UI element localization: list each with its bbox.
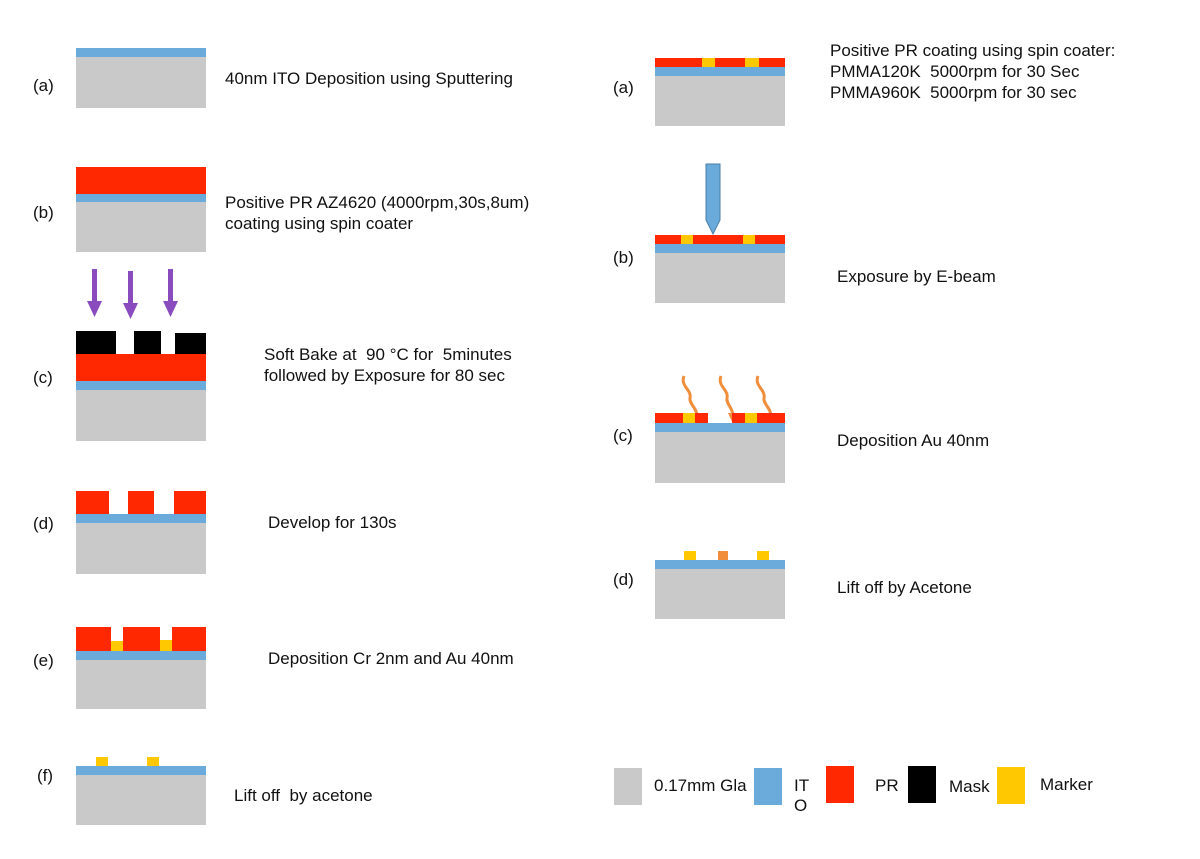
left-step-e-description: Deposition Cr 2nm and Au 40nm — [268, 649, 514, 668]
left-step-a-diagram — [76, 48, 206, 108]
legend-label-glass: 0.17mm Gla — [654, 776, 747, 795]
ito-layer — [76, 766, 206, 775]
glass-substrate — [76, 202, 206, 252]
pr-layer — [76, 167, 206, 194]
glass-substrate — [76, 775, 206, 825]
marker — [147, 757, 159, 766]
uv-arrow-icon — [87, 269, 102, 317]
ito-layer — [76, 381, 206, 390]
glass-substrate — [655, 432, 785, 483]
marker — [96, 757, 108, 766]
right-step-b-diagram — [655, 235, 785, 303]
ito-layer — [655, 560, 785, 569]
glass-substrate — [76, 57, 206, 108]
right-step-b-label: (b) — [613, 248, 634, 267]
uv-arrow-icon — [123, 271, 138, 319]
glass-substrate — [655, 76, 785, 126]
legend-label-marker: Marker — [1040, 775, 1093, 794]
marker-deposit — [111, 641, 123, 651]
legend-swatch-marker — [997, 767, 1025, 804]
right-step-d-diagram — [655, 551, 785, 619]
right-step-c-label: (c) — [613, 426, 633, 445]
mask-block — [134, 331, 161, 354]
left-step-f-label: (f) — [37, 766, 54, 785]
mask-block — [76, 331, 116, 354]
right-step-a-description: Positive PR coating using spin coater: P… — [830, 41, 1116, 102]
ebeam-icon — [705, 163, 721, 236]
legend-label-pr: PR — [875, 776, 899, 795]
left-step-f-description: Lift off by acetone — [234, 786, 373, 805]
legend-swatch-glass — [614, 768, 642, 805]
ito-layer — [76, 514, 206, 523]
left-step-a-label: (a) — [33, 76, 54, 95]
glass-substrate — [76, 390, 206, 441]
pr-block — [174, 491, 206, 514]
left-step-d-diagram — [76, 491, 206, 574]
left-step-b-description: Positive PR AZ4620 (4000rpm,30s,8um) coa… — [225, 193, 530, 233]
right-step-d-description: Lift off by Acetone — [837, 578, 972, 597]
ito-layer — [76, 651, 206, 660]
marker — [745, 413, 757, 423]
right-step-c-description: Deposition Au 40nm — [837, 431, 990, 450]
pr-block — [123, 627, 160, 651]
glass-substrate — [655, 569, 785, 619]
marker — [683, 413, 695, 423]
left-step-e-label: (e) — [33, 651, 54, 670]
left-step-c-diagram — [76, 331, 206, 441]
legend-label-mask: Mask — [949, 777, 990, 796]
deposition-arrows — [681, 375, 776, 424]
marker — [681, 235, 693, 244]
glass-substrate — [76, 523, 206, 574]
marker — [743, 235, 755, 244]
right-step-d-label: (d) — [613, 570, 634, 589]
right-step-c-diagram — [655, 413, 785, 483]
ito-layer — [655, 244, 785, 253]
glass-substrate — [76, 660, 206, 709]
pr-block — [655, 413, 683, 423]
glass-substrate — [655, 253, 785, 303]
marker — [684, 551, 696, 560]
pr-block — [732, 413, 745, 423]
pr-block — [172, 627, 206, 651]
left-step-a-description: 40nm ITO Deposition using Sputtering — [225, 69, 513, 88]
ito-layer — [655, 67, 785, 76]
ito-layer — [76, 194, 206, 202]
pr-block — [128, 491, 154, 514]
uv-arrow-icon — [163, 269, 178, 317]
left-step-d-label: (d) — [33, 514, 54, 533]
left-step-d-description: Develop for 130s — [268, 513, 397, 532]
uv-exposure-arrows — [87, 269, 178, 319]
left-step-c-label: (c) — [33, 368, 53, 387]
left-step-b-diagram — [76, 167, 206, 252]
pr-block — [76, 491, 109, 514]
left-step-f-diagram — [76, 757, 206, 825]
marker — [745, 58, 759, 67]
pr-layer — [655, 58, 785, 67]
mask-block — [175, 333, 206, 356]
right-step-a-label: (a) — [613, 78, 634, 97]
right-step-b-description: Exposure by E-beam — [837, 267, 996, 286]
legend-swatch-pr — [826, 766, 854, 803]
ito-layer — [76, 48, 206, 57]
marker — [702, 58, 715, 67]
legend-swatch-mask — [908, 766, 936, 803]
marker — [757, 551, 769, 560]
left-step-e-diagram — [76, 627, 206, 709]
pr-block — [757, 413, 785, 423]
legend-swatch-ito — [754, 768, 782, 805]
pr-layer — [655, 235, 785, 244]
left-step-c-description: Soft Bake at 90 °C for 5minutes followed… — [264, 345, 512, 385]
ito-layer — [655, 423, 785, 432]
right-step-a-diagram — [655, 58, 785, 126]
marker-deposit — [160, 640, 172, 651]
pr-layer — [76, 354, 206, 381]
au-deposit — [718, 551, 728, 560]
left-step-b-label: (b) — [33, 203, 54, 222]
pr-block — [695, 413, 708, 423]
legend-label-ito: IT O — [794, 776, 810, 815]
pr-block — [76, 627, 111, 651]
